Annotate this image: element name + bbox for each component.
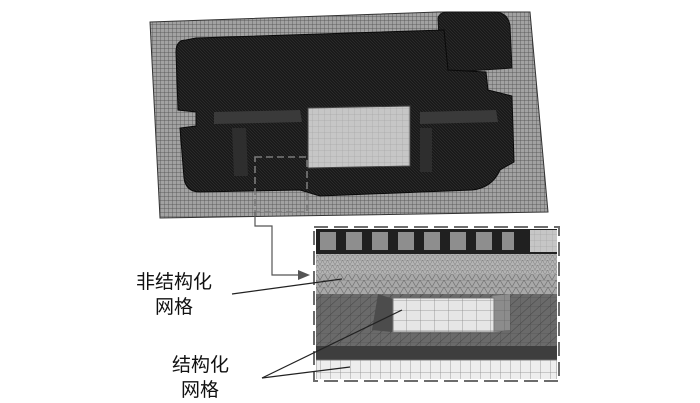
structured-mesh-block (392, 297, 495, 333)
interior-band (420, 110, 498, 124)
zoom-top-cells (320, 232, 514, 250)
structured-leader-lower (261, 366, 351, 379)
interior-band (420, 128, 432, 172)
structured-leader-upper (261, 309, 403, 379)
unstructured-leader (231, 278, 343, 295)
structured-mesh-strip (316, 359, 557, 379)
zoom-frame (313, 226, 560, 382)
arrow-right-icon (298, 270, 310, 280)
structured-mesh-label-line2: 网格 (181, 379, 219, 401)
corner-block (437, 11, 513, 73)
block-shadow-face (372, 294, 396, 332)
zoom-selection-box (254, 156, 308, 213)
block-shadow-face (492, 294, 510, 332)
structured-mesh-label-line1: 结构化 (172, 354, 229, 376)
lower-dark-band (316, 346, 557, 360)
unstructured-mesh-label-line2: 网格 (155, 296, 193, 318)
unstructured-mesh-band (316, 274, 557, 294)
interior-band (214, 110, 302, 124)
chip-die (307, 105, 411, 169)
zoom-detail-panel (313, 226, 560, 382)
interior-band (232, 128, 248, 176)
zoom-connector (254, 212, 310, 280)
connector-line (254, 212, 298, 276)
leader-lines (231, 278, 403, 379)
full-mesh-model (149, 11, 549, 219)
labels: 非结构化 网格 结构化 网格 (136, 271, 229, 401)
zoom-top-right-block (530, 230, 557, 252)
unstructured-mesh-band (316, 254, 557, 274)
unstructured-mesh-label-line1: 非结构化 (136, 271, 212, 293)
